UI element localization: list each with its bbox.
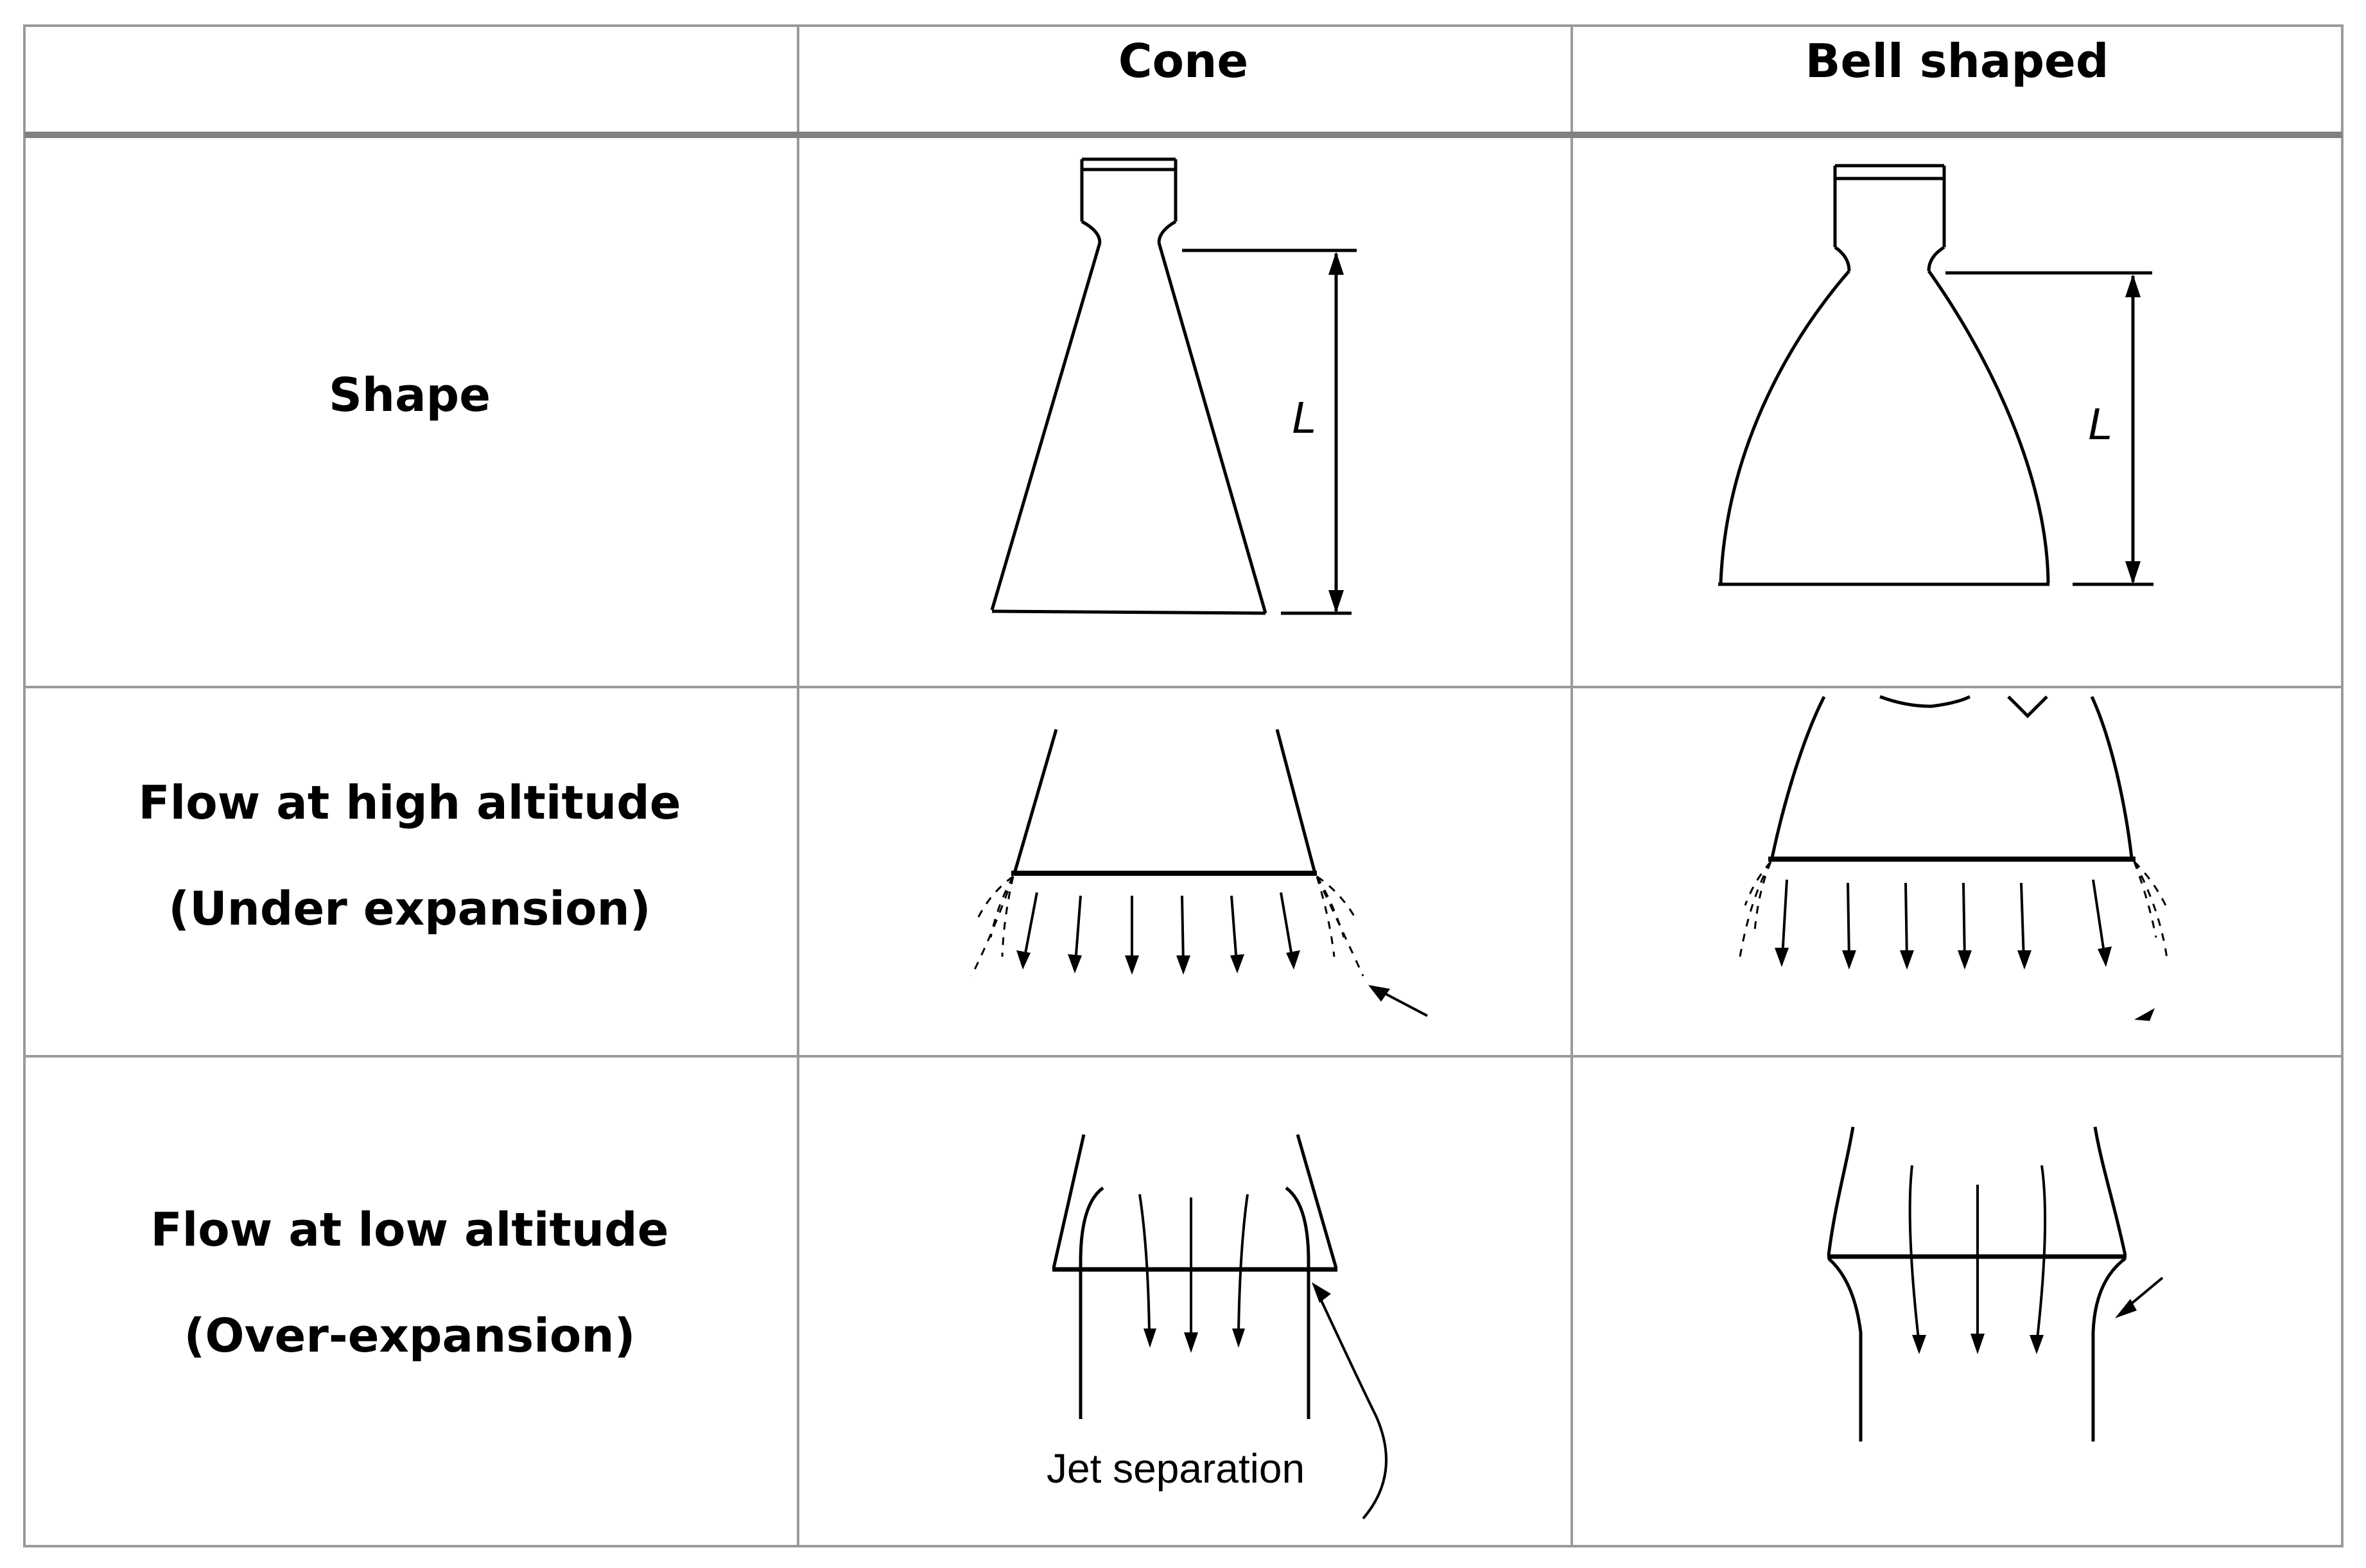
row-label-over-expansion: (Over-expansion) xyxy=(184,1309,636,1363)
cone-under-expansion-figure xyxy=(798,687,1572,1056)
cone-nozzle-shape-figure xyxy=(798,135,1572,687)
bell-length-label: L xyxy=(2088,399,2113,449)
row-label-high-altitude: Flow at high altitude xyxy=(138,776,681,830)
header-cone: Cone xyxy=(1118,34,1249,88)
bell-under-expansion-figure xyxy=(1572,687,2345,1056)
header-bell-shaped: Bell shaped xyxy=(1805,34,2109,88)
header-cell-empty xyxy=(24,26,795,96)
bell-over-expansion-figure xyxy=(1572,1056,2345,1544)
cone-over-expansion-figure xyxy=(798,1056,1572,1544)
row-label-low-altitude: Flow at low altitude xyxy=(150,1203,669,1257)
row-label-under-expansion: (Under expansion) xyxy=(168,882,651,936)
jet-separation-label: Jet separation xyxy=(1047,1445,1305,1492)
cone-length-label: L xyxy=(1292,392,1317,442)
bell-nozzle-shape-figure xyxy=(1572,135,2345,687)
row-label-shape: Shape xyxy=(328,368,491,422)
